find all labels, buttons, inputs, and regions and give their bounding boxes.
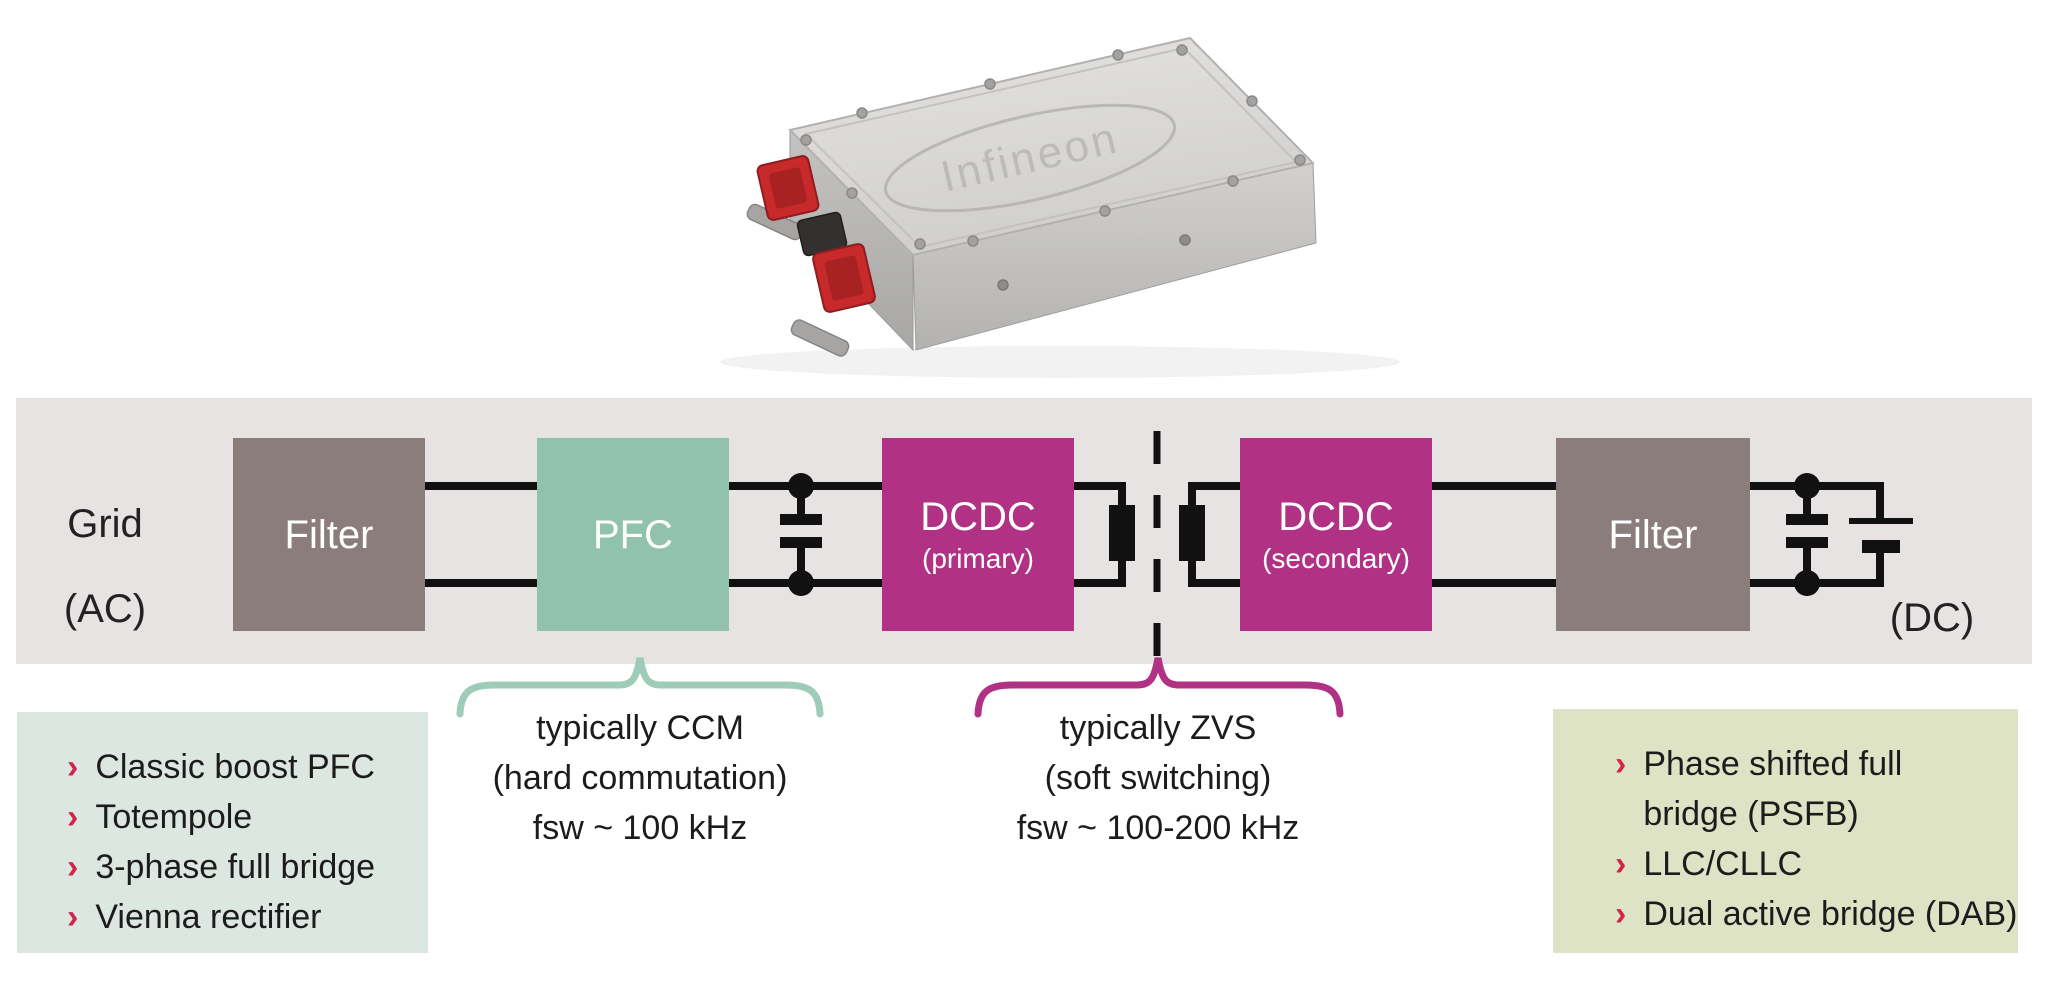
terminal-stud-icon: [790, 319, 850, 357]
block-label: PFC: [593, 512, 673, 557]
block-dcdc-primary: DCDC (primary): [882, 438, 1074, 631]
block-sublabel: (secondary): [1262, 542, 1410, 574]
block-label: Filter: [1608, 512, 1698, 557]
front-screws: [997, 234, 1191, 291]
block-label: DCDC: [1278, 494, 1394, 539]
annotation-line: (hard commutation): [492, 759, 788, 797]
block-label: Filter: [284, 512, 374, 557]
grid-label-line2: (AC): [63, 587, 147, 631]
chevron-bullet-icon: ›: [1615, 895, 1627, 933]
red-connector-icon: [812, 243, 876, 313]
annotation-line: (soft switching): [1044, 759, 1272, 797]
list-item: › Classic boost PFC: [67, 742, 428, 792]
list-item: › Totempole: [67, 792, 428, 842]
chevron-bullet-icon: ›: [1615, 845, 1627, 883]
grid-ac-label: Grid (AC): [30, 502, 180, 632]
lid-screws: [800, 44, 1306, 250]
list-item: › bridge (PSFB): [1615, 789, 2018, 839]
list-item: › Phase shifted full: [1615, 739, 2018, 789]
block-label: DCDC: [920, 494, 1036, 539]
list-item-text: Phase shifted full: [1643, 745, 1903, 783]
list-item-text: Vienna rectifier: [95, 898, 322, 936]
list-item-text: Dual active bridge (DAB): [1643, 895, 2018, 933]
dc-label: (DC): [1889, 596, 1975, 640]
list-item: › Vienna rectifier: [67, 892, 428, 942]
list-pfc-topologies: › Classic boost PFC › Totempole › 3-phas…: [17, 712, 428, 953]
block-dcdc-secondary: DCDC (secondary): [1240, 438, 1432, 631]
list-item: › Dual active bridge (DAB): [1615, 889, 2018, 939]
annotation-line: typically CCM: [536, 709, 744, 747]
module-enclosure: Infineon: [746, 36, 1317, 357]
annotation-line: fsw ~ 100 kHz: [532, 809, 748, 847]
block-filter-output: Filter: [1556, 438, 1750, 631]
red-connector-icon: [756, 155, 820, 221]
chevron-bullet-icon: ›: [67, 798, 79, 836]
list-item-text: LLC/CLLC: [1643, 845, 1803, 883]
product-photo: Infineon: [720, 36, 1400, 378]
enclosure-lid: [788, 36, 1315, 257]
block-sublabel: (primary): [922, 542, 1034, 574]
list-item-text: 3-phase full bridge: [95, 848, 376, 886]
list-item: › 3-phase full bridge: [67, 842, 428, 892]
block-filter-input: Filter: [233, 438, 425, 631]
annotation-pfc: typically CCM (hard commutation) fsw ~ 1…: [420, 703, 860, 853]
chevron-bullet-icon: ›: [1615, 745, 1627, 783]
list-item-text: Classic boost PFC: [95, 748, 375, 786]
chevron-bullet-icon: ›: [67, 848, 79, 886]
chevron-bullet-icon: ›: [67, 898, 79, 936]
list-dcdc-topologies: › Phase shifted full › bridge (PSFB) › L…: [1553, 709, 2018, 953]
chevron-bullet-icon: ›: [67, 748, 79, 786]
list-item-text: bridge (PSFB): [1643, 795, 1859, 833]
photo-shadow: [720, 346, 1400, 378]
list-item-text: Totempole: [95, 798, 253, 836]
annotation-line: fsw ~ 100-200 kHz: [1016, 809, 1300, 847]
annotation-dcdc: typically ZVS (soft switching) fsw ~ 100…: [938, 703, 1378, 853]
block-pfc: PFC: [537, 438, 729, 631]
list-item: › LLC/CLLC: [1615, 839, 2018, 889]
grid-label-line1: Grid: [67, 502, 143, 546]
annotation-line: typically ZVS: [1059, 709, 1257, 747]
